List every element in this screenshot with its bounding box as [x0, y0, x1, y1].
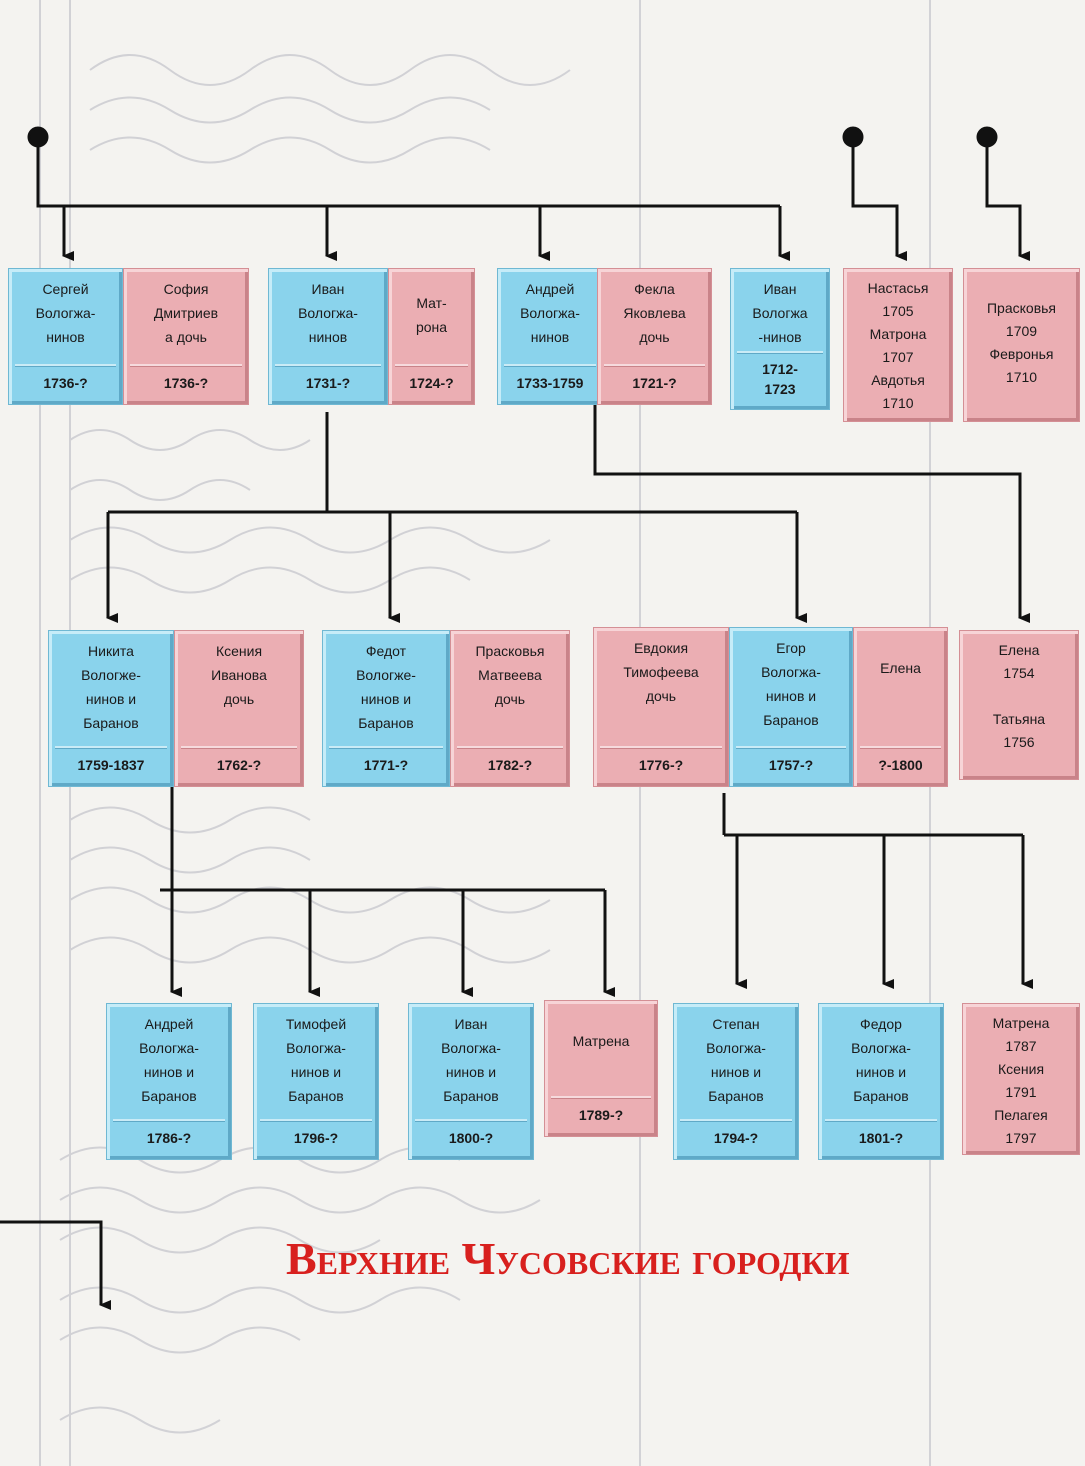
page-title: Верхние Чусовские городки — [286, 1233, 850, 1284]
card-nikita: Никита Вологже- нинов и Баранов 1759-183… — [48, 630, 174, 787]
dates: 1776-? — [600, 746, 722, 780]
card-nastasya-matrona-avdotya: Настасья 1705 Матрона 1707 Авдотья 1710 — [843, 268, 953, 422]
card-matrona-1724: Мат- рона 1724-? — [388, 268, 475, 405]
card-andrey-1733: Андрей Вологжа- нинов 1733-1759 — [497, 268, 603, 405]
card-matrena-kseniya-pelageya: Матрена 1787 Ксения 1791 Пелагея 1797 — [962, 1003, 1080, 1155]
name: Федот Вологже- нинов и Баранов — [356, 643, 416, 731]
card-evdokiya: Евдокия Тимофеева дочь 1776-? — [593, 627, 729, 787]
dates: 1786-? — [113, 1119, 225, 1153]
name: Евдокия Тимофеева дочь — [623, 640, 699, 704]
name: Иван Вологжа- нинов и Баранов — [441, 1016, 501, 1104]
dates: 1731-? — [275, 364, 381, 398]
dates: 1794-? — [680, 1119, 792, 1153]
dates: 1782-? — [457, 746, 563, 780]
card-stepan: Степан Вологжа- нинов и Баранов 1794-? — [673, 1003, 799, 1160]
dates: 1736-? — [15, 364, 116, 398]
card-ivan-1800: Иван Вологжа- нинов и Баранов 1800-? — [408, 1003, 534, 1160]
card-egor: Егор Вологжа- нинов и Баранов 1757-? — [729, 627, 853, 787]
card-praskovya-fevronya: Прасковья 1709 Февронья 1710 — [963, 268, 1080, 422]
name: Прасковья 1709 Февронья 1710 — [986, 300, 1056, 385]
dates: 1757-? — [736, 746, 846, 780]
name: Фекла Яковлева дочь — [623, 281, 686, 345]
dates: 1712- 1723 — [737, 351, 823, 403]
dates: 1771-? — [329, 746, 443, 780]
dates: 1736-? — [130, 364, 242, 398]
name: Прасковья Матвеева дочь — [475, 643, 545, 707]
card-timofey: Тимофей Вологжа- нинов и Баранов 1796-? — [253, 1003, 379, 1160]
dates: ?-1800 — [860, 746, 941, 780]
name: Степан Вологжа- нинов и Баранов — [706, 1016, 766, 1104]
name: Мат- рона — [415, 295, 448, 335]
card-fedor: Федор Вологжа- нинов и Баранов 1801-? — [818, 1003, 944, 1160]
dates: 1733-1759 — [504, 364, 596, 398]
dates: 1789-? — [551, 1096, 651, 1130]
dates: 1724-? — [395, 364, 468, 398]
name: Андрей Вологжа- нинов — [520, 281, 580, 345]
card-ivan-1731: Иван Вологжа- нинов 1731-? — [268, 268, 388, 405]
name: Тимофей Вологжа- нинов и Баранов — [285, 1016, 347, 1104]
card-elena-tatyana: Елена 1754 Татьяна 1756 — [959, 630, 1079, 780]
name: Иван Вологжа- нинов — [298, 281, 358, 345]
card-andrey-1786: Андрей Вологжа- нинов и Баранов 1786-? — [106, 1003, 232, 1160]
name: Настасья 1705 Матрона 1707 Авдотья 1710 — [867, 280, 929, 411]
dates: 1721-? — [604, 364, 705, 398]
card-fekla: Фекла Яковлева дочь 1721-? — [597, 268, 712, 405]
name: Андрей Вологжа- нинов и Баранов — [139, 1016, 199, 1104]
card-praskovya-1782: Прасковья Матвеева дочь 1782-? — [450, 630, 570, 787]
name: Сергей Вологжа- нинов — [35, 281, 96, 345]
card-kseniya: Ксения Иванова дочь 1762-? — [174, 630, 304, 787]
name: Федор Вологжа- нинов и Баранов — [851, 1016, 911, 1104]
card-elena: Елена ?-1800 — [853, 627, 948, 787]
card-fedot: Федот Вологже- нинов и Баранов 1771-? — [322, 630, 450, 787]
card-sofia: София Дмитриев а дочь 1736-? — [123, 268, 249, 405]
dates: 1800-? — [415, 1119, 527, 1153]
dates: 1801-? — [825, 1119, 937, 1153]
card-matrena-1789: Матрена 1789-? — [544, 1000, 658, 1137]
name: Ксения Иванова дочь — [211, 643, 267, 707]
name: Елена 1754 Татьяна 1756 — [992, 642, 1046, 750]
name: Никита Вологже- нинов и Баранов — [81, 643, 141, 731]
name: Иван Вологжа -нинов — [752, 281, 808, 345]
dates: 1796-? — [260, 1119, 372, 1153]
name: София Дмитриев а дочь — [153, 281, 219, 345]
card-sergey: Сергей Вологжа- нинов 1736-? — [8, 268, 123, 405]
card-ivan-1712: Иван Вологжа -нинов 1712- 1723 — [730, 268, 830, 410]
name: Матрена — [572, 1033, 630, 1049]
dates: 1759-1837 — [55, 746, 167, 780]
name: Елена — [880, 660, 921, 676]
name: Матрена 1787 Ксения 1791 Пелагея 1797 — [992, 1015, 1050, 1146]
name: Егор Вологжа- нинов и Баранов — [761, 640, 821, 728]
dates: 1762-? — [181, 746, 297, 780]
